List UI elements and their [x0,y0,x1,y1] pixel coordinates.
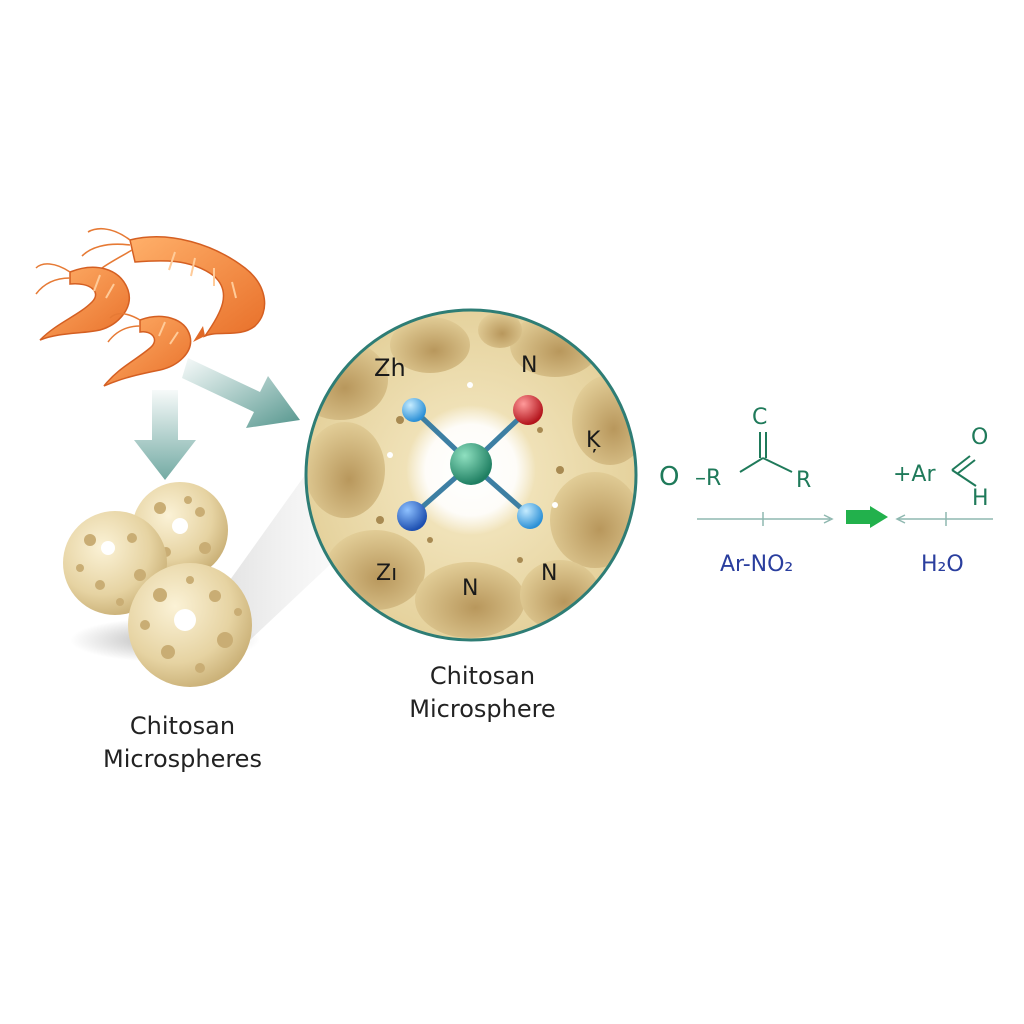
zinc-atom [450,443,492,485]
zinc-complex-molecule [397,395,543,531]
product: +Ar O H [893,425,989,511]
zoomed-microsphere: Zh N Ķ Zı N N [304,308,638,642]
atom-label-right: Ķ [586,428,601,453]
atom-label-top-right: N [521,353,537,378]
reactant-circle: O [659,462,679,492]
product-oxygen: O [971,425,988,450]
label-line-2: Microsphere [409,695,556,723]
reactant-carbon: C [752,405,767,430]
oxygen-atom [513,395,543,425]
arrow-right [182,358,300,428]
reactant-caption: Ar-NO₂ [720,552,793,577]
nitrogen-atom-bottom-right [517,503,543,529]
nitrogen-atom-bottom-left [397,501,427,531]
product-hydrogen: H [972,486,989,511]
bead-front [128,563,252,687]
shrimp-medium [35,263,131,341]
chitosan-microsphere-label: Chitosan Microsphere [360,660,605,726]
reaction-scheme: O –R C R Ar-NO₂ +Ar O H H₂O [659,405,993,577]
atom-label-bottom-right: N [541,561,557,586]
process-arrows [134,358,300,480]
nitrogen-atom-top-left [402,398,426,422]
atom-label-bottom-mid: N [462,576,478,601]
chitosan-microspheres-label: Chitosan Microspheres [60,710,305,776]
product-ar: +Ar [893,462,936,487]
label-line-1: Chitosan [429,662,536,690]
chitosan-beads [63,482,260,687]
reactant-chain: –R [695,466,721,491]
shrimp-small [103,313,192,387]
product-caption: H₂O [921,552,964,577]
reaction-arrow [846,506,888,528]
arrow-down [134,390,196,480]
shrimp-illustration [35,228,266,387]
atom-label-bottom-left: Zı [376,561,397,586]
label-line-2: Microspheres [103,745,262,773]
atom-label-top-left: Zh [374,354,406,382]
label-line-1: Chitosan [129,712,236,740]
reactant: O –R C R [659,405,811,493]
reactant-r: R [796,468,811,493]
